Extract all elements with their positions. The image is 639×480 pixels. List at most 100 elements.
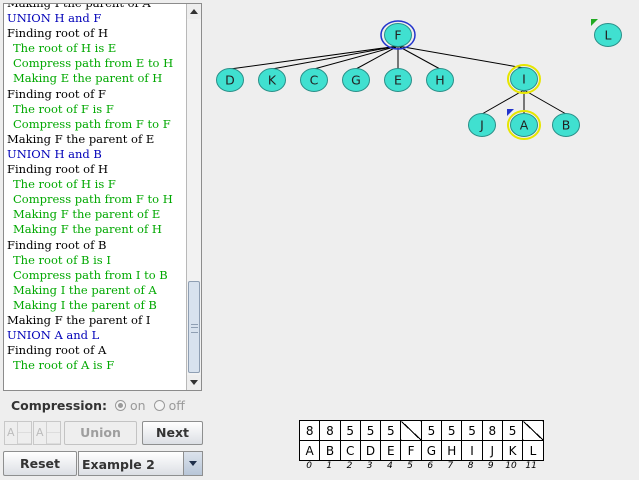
node-letter-cell: H	[441, 440, 463, 461]
log-line: The root of B is I	[13, 252, 111, 267]
edge-F-C	[313, 45, 399, 70]
node-B	[552, 113, 580, 137]
log-line: Compress path from I to B	[13, 267, 168, 282]
stepper-down-icon[interactable]	[18, 433, 31, 444]
first-node-stepper[interactable]	[17, 422, 31, 444]
node-letter-cell: A	[298, 440, 321, 461]
arrow-up-icon	[190, 9, 198, 14]
scroll-down-button[interactable]	[187, 375, 201, 390]
scroll-thumb[interactable]	[188, 281, 200, 373]
example-selected-value: Example 2	[82, 457, 155, 472]
second-node-spinner[interactable]: A	[33, 421, 61, 445]
log-line: Finding root of H	[7, 162, 109, 177]
log-line: UNION H and F	[7, 11, 102, 26]
edge-F-G	[355, 45, 399, 70]
node-label-K: K	[268, 73, 277, 88]
array-index-label: 9	[487, 461, 494, 471]
log-line: Finding root of A	[7, 343, 107, 358]
parent-value-cell: 5	[501, 420, 524, 441]
parent-value-cell: 5	[380, 420, 402, 441]
root-cell	[522, 420, 544, 441]
dropdown-arrow-button[interactable]	[183, 452, 202, 475]
node-A	[510, 113, 538, 137]
node-label-L: L	[605, 28, 612, 43]
parent-value-cell: 5	[339, 420, 361, 441]
node-J	[468, 113, 496, 137]
node-label-F: F	[394, 28, 401, 43]
second-node-value: A	[36, 426, 44, 439]
log-line: Compress path from E to H	[13, 56, 174, 71]
node-letter-cell: D	[359, 440, 382, 461]
node-label-E: E	[394, 73, 402, 88]
first-node-value: A	[7, 426, 15, 439]
parent-value-cell: 8	[298, 420, 321, 441]
compression-off-label: off	[168, 397, 185, 413]
log-line: Compress path from F to H	[13, 192, 173, 207]
example-select[interactable]: Example 2	[78, 451, 203, 476]
chevron-down-icon	[189, 461, 197, 466]
reset-button[interactable]: Reset	[3, 451, 77, 476]
node-letter-cell: B	[319, 440, 341, 461]
compression-label: Compression:	[11, 397, 108, 413]
root-cell	[400, 420, 422, 441]
node-letter-cell: L	[522, 440, 544, 461]
stepper-up-icon[interactable]	[47, 422, 60, 433]
edge-F-H	[397, 45, 441, 70]
node-letter-cell: G	[420, 440, 443, 461]
node-label-B: B	[562, 118, 571, 133]
parent-value-cell: 5	[359, 420, 382, 441]
log-scrollbar[interactable]	[186, 4, 201, 390]
stepper-up-icon[interactable]	[18, 422, 31, 433]
log-line: The root of F is F	[13, 101, 114, 116]
node-letter-cell: J	[481, 440, 503, 461]
corner-marker-L	[591, 19, 598, 26]
node-label-H: H	[435, 73, 444, 88]
log-line: UNION A and L	[7, 328, 100, 343]
next-button[interactable]: Next	[142, 421, 203, 445]
first-node-spinner[interactable]: A	[4, 421, 32, 445]
union-button[interactable]: Union	[64, 421, 137, 445]
log-line: Making I the parent of A	[7, 3, 151, 10]
compression-on-radio[interactable]	[115, 399, 127, 411]
log-line: Making I the parent of B	[13, 297, 157, 312]
node-letter-cell: E	[380, 440, 402, 461]
compression-off-radio[interactable]	[153, 399, 165, 411]
compression-on-label: on	[130, 397, 146, 413]
scroll-up-button[interactable]	[187, 4, 201, 19]
parent-value-cell: 8	[319, 420, 341, 441]
edge-F-D	[229, 45, 399, 70]
log-line: Making E the parent of H	[13, 71, 163, 86]
corner-marker-A	[507, 109, 514, 116]
second-node-stepper[interactable]	[46, 422, 60, 444]
array-index-label: 1	[326, 461, 333, 471]
stepper-down-icon[interactable]	[47, 433, 60, 444]
log-line: Making F the parent of E	[13, 207, 161, 222]
grip-icon	[191, 324, 198, 333]
node-letter-cell: F	[400, 440, 422, 461]
log-line: Making F the parent of E	[7, 131, 155, 146]
array-index-label: 2	[346, 461, 353, 471]
log-line: The root of H is F	[13, 177, 116, 192]
root-ring	[380, 20, 416, 50]
log-line: UNION H and B	[7, 146, 102, 161]
node-E	[384, 68, 412, 92]
edge-F-I	[397, 45, 525, 69]
node-H	[426, 68, 454, 92]
log-line: Making F the parent of I	[7, 312, 151, 327]
array-index-label: 11	[525, 461, 537, 471]
node-G	[342, 68, 370, 92]
log-line: The root of H is E	[13, 41, 117, 56]
scroll-track[interactable]	[187, 19, 201, 375]
node-letter-cell: C	[339, 440, 361, 461]
log-line: Finding root of H	[7, 26, 109, 41]
node-label-D: D	[225, 73, 235, 88]
node-label-C: C	[310, 73, 319, 88]
log-line: The root of A is F	[13, 358, 115, 373]
parent-value-cell: 5	[441, 420, 463, 441]
